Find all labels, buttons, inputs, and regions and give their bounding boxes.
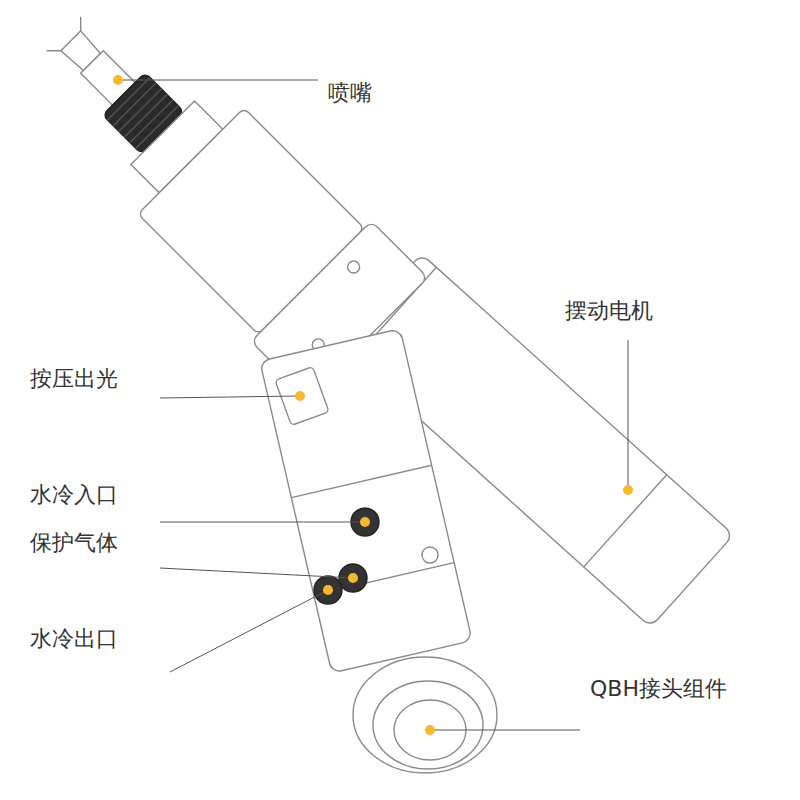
part-label: QBH接头组件 [590, 676, 727, 702]
marker-dots [113, 75, 633, 735]
part-label: 水冷出口 [30, 626, 118, 652]
water-out-fitting [314, 576, 342, 604]
gas-fitting [339, 564, 367, 592]
screw [422, 547, 438, 563]
leader-lines [118, 80, 628, 730]
part-label: 水冷入口 [30, 482, 118, 508]
handle [260, 329, 472, 673]
part-label: 保护气体 [30, 530, 118, 556]
part-label: 摆动电机 [565, 298, 653, 324]
part-label: 喷嘴 [328, 80, 372, 106]
part-label: 按压出光 [30, 366, 118, 392]
qbh-connector [353, 657, 497, 773]
